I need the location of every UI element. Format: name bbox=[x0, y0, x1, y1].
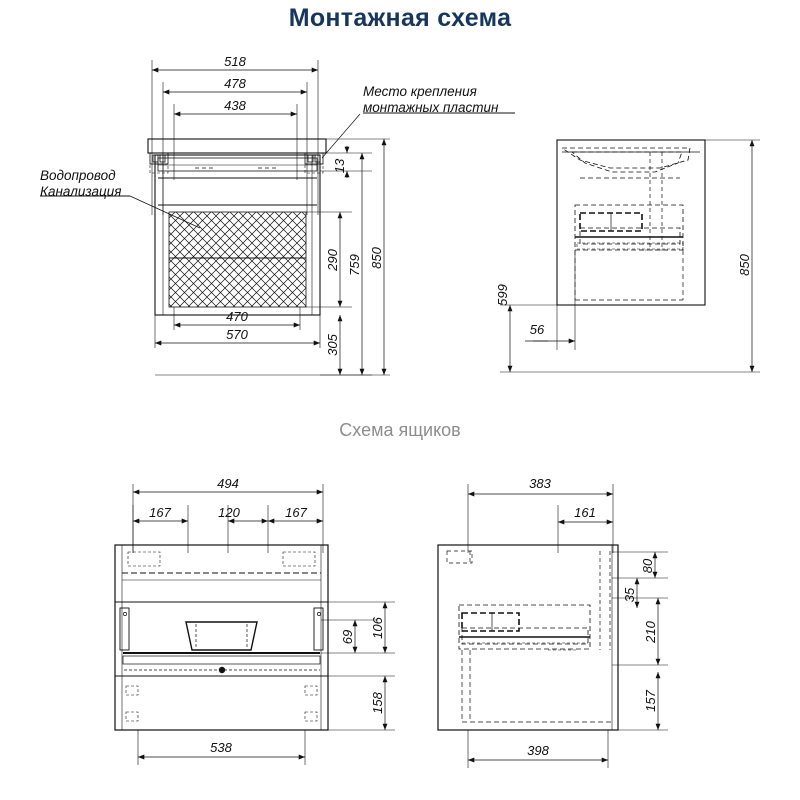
dim-167-right: 167 bbox=[285, 505, 307, 520]
dim-478: 478 bbox=[224, 76, 246, 91]
dim-161: 161 bbox=[574, 505, 596, 520]
dim-383: 383 bbox=[529, 476, 551, 491]
section-title-drawers: Схема ящиков bbox=[339, 420, 461, 440]
dim-106: 106 bbox=[370, 616, 385, 638]
dim-35: 35 bbox=[622, 587, 637, 602]
dim-599: 599 bbox=[495, 284, 510, 306]
dim-470: 470 bbox=[226, 309, 248, 324]
annotation-mounting-plate: Место крепления монтажных пластин bbox=[363, 84, 499, 115]
dim-69: 69 bbox=[340, 630, 355, 644]
dim-210: 210 bbox=[643, 620, 658, 643]
page-title: Монтажная схема bbox=[288, 4, 512, 32]
dim-759: 759 bbox=[347, 254, 362, 276]
dim-290: 290 bbox=[325, 248, 340, 271]
dim-570: 570 bbox=[226, 327, 248, 342]
annotation-plumbing: Водопровод Канализация bbox=[40, 168, 122, 199]
dim-494: 494 bbox=[217, 476, 239, 491]
dim-850-front: 850 bbox=[369, 246, 384, 268]
dim-56: 56 bbox=[530, 322, 545, 337]
dim-120: 120 bbox=[218, 505, 240, 520]
dim-158: 158 bbox=[370, 691, 385, 713]
dim-80: 80 bbox=[640, 558, 655, 573]
dim-438: 438 bbox=[224, 98, 246, 113]
dim-13: 13 bbox=[332, 158, 347, 173]
dim-167-left: 167 bbox=[149, 505, 171, 520]
dim-538: 538 bbox=[210, 740, 232, 755]
dim-305: 305 bbox=[325, 333, 340, 355]
dim-398: 398 bbox=[527, 743, 549, 758]
dim-850-side: 850 bbox=[737, 253, 752, 275]
dim-157: 157 bbox=[643, 689, 658, 711]
dim-518: 518 bbox=[224, 54, 246, 69]
